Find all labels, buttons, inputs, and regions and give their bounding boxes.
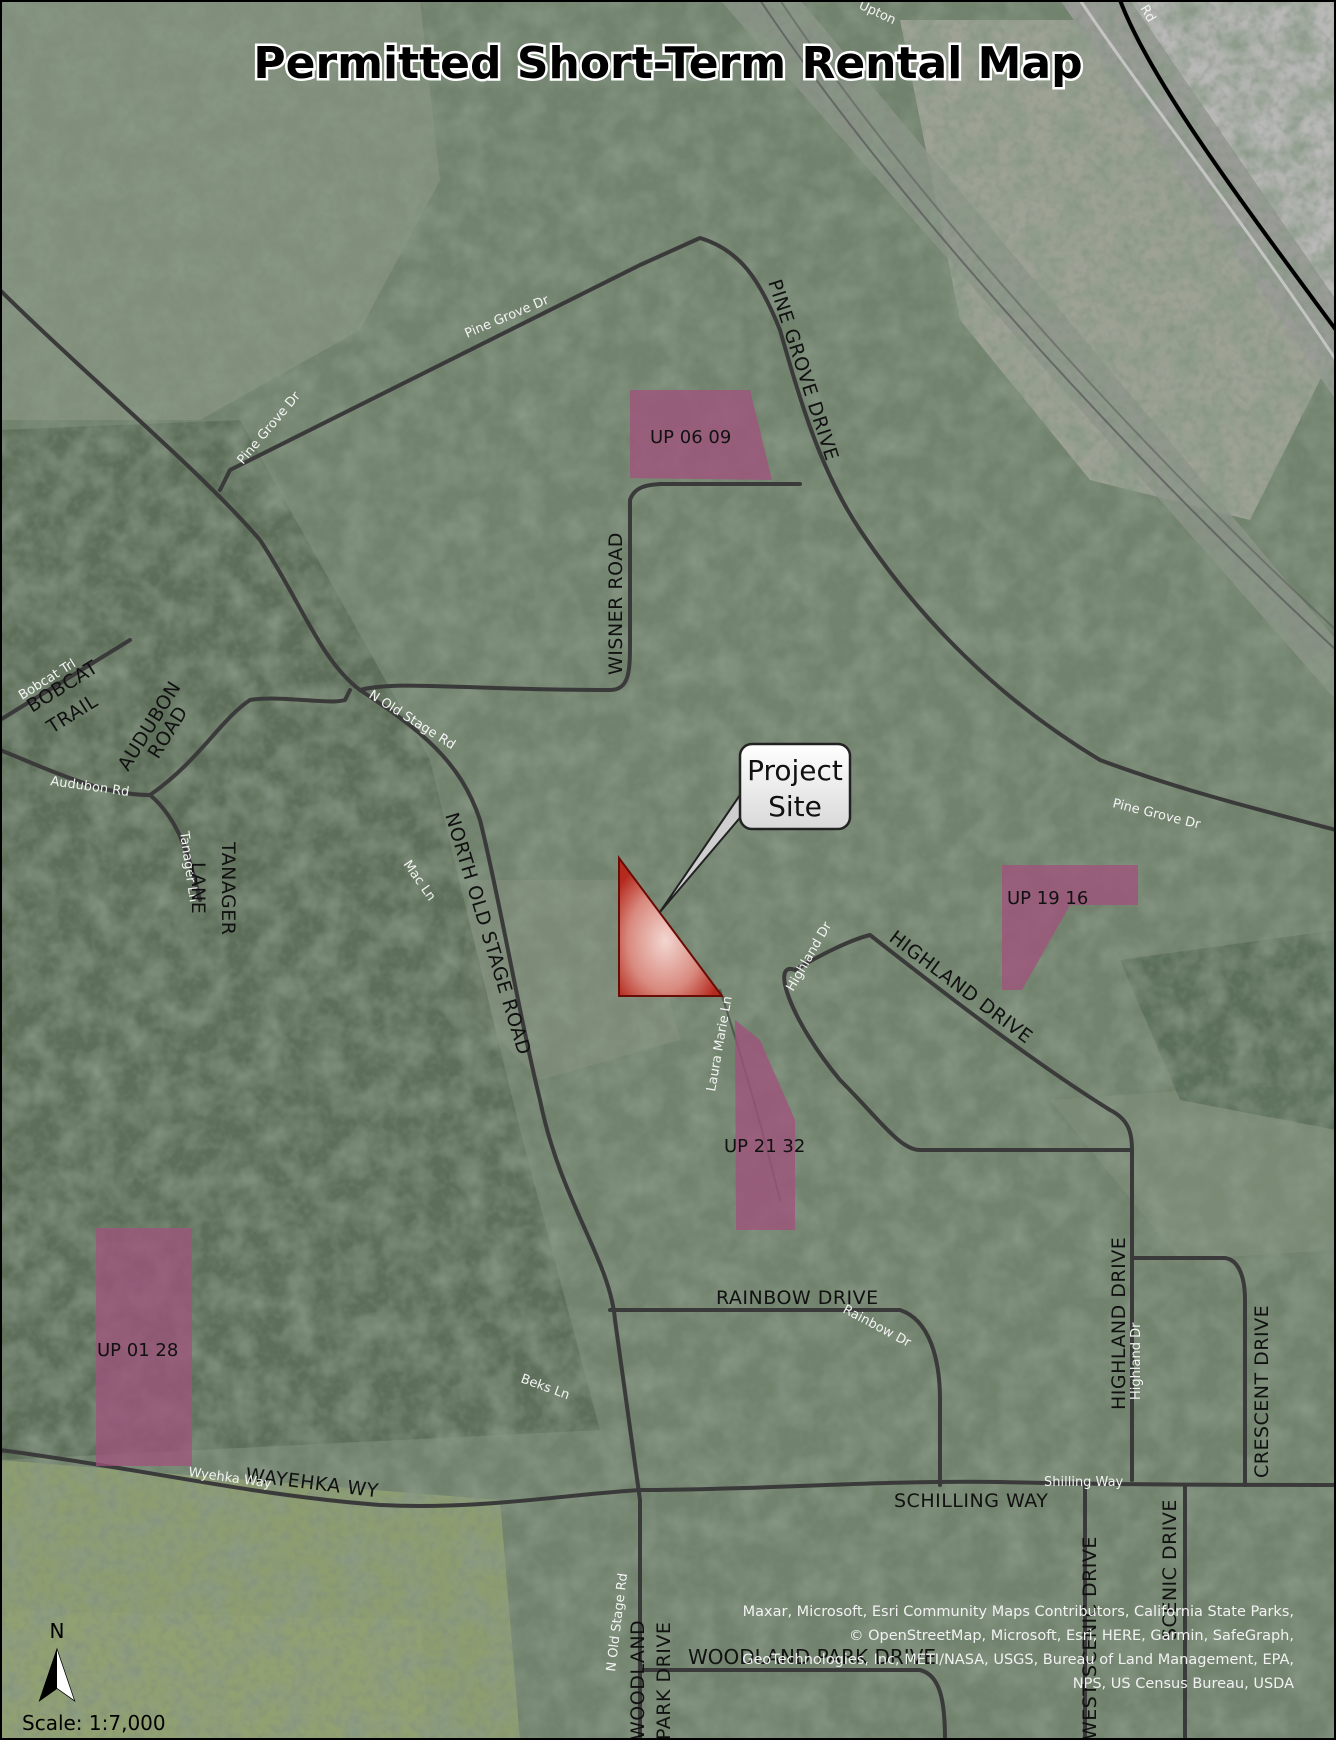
parcel-label-up-01-28: UP 01 28 (97, 1340, 178, 1361)
boundary-line (1118, 0, 1336, 332)
label-tanager-lane-1: TANAGER (217, 841, 239, 935)
attribution-line-3: GeoTechnologies, Inc, METI/NASA, USGS, B… (742, 1652, 1294, 1668)
attribution-line-1: Maxar, Microsoft, Esri Community Maps Co… (743, 1604, 1294, 1620)
north-arrow-icon-half (57, 1650, 74, 1700)
scale-text: Scale: 1:7,000 (22, 1711, 166, 1735)
road-network (0, 236, 1336, 1742)
parcel-up-06-09[interactable] (630, 390, 772, 480)
road-schilling[interactable] (638, 1479, 1336, 1492)
label-shilling-way: Shilling Way (1044, 1475, 1124, 1490)
parcel-up-01-28[interactable] (96, 1228, 192, 1466)
rail-line-2 (779, 0, 1336, 631)
road-woodland-park[interactable] (638, 1668, 947, 1742)
label-woodland-park-drive-3: WOODLAND PARK DRIVE (688, 1645, 936, 1669)
parcel-label-up-21-32: UP 21 32 (724, 1136, 805, 1157)
north-arrow: N (38, 1619, 76, 1702)
callout-line-1: Project (747, 754, 843, 787)
attribution: Maxar, Microsoft, Esri Community Maps Co… (742, 1604, 1294, 1692)
label-highland-drive-2: HIGHLAND DRIVE (1108, 1237, 1130, 1410)
label-woodland-park-drive-1: WOODLAND (627, 1620, 649, 1740)
highway-line (1078, 0, 1336, 361)
label-wisner-road: WISNER ROAD (605, 532, 627, 675)
label-west-scenic-drive: WEST SCENIC DRIVE (1079, 1536, 1101, 1740)
label-highland-dr-2: Highland Dr (1129, 1322, 1144, 1400)
north-arrow-letter: N (50, 1619, 65, 1643)
label-crescent-drive: CRESCENT DRIVE (1251, 1305, 1273, 1478)
label-rainbow-drive: RAINBOW DRIVE (716, 1287, 879, 1309)
road-highland-dr[interactable] (782, 933, 1134, 1482)
attribution-line-2: © OpenStreetMap, Microsoft, Esri, HERE, … (849, 1628, 1294, 1644)
project-site-polygon[interactable] (618, 854, 724, 997)
road-rainbow[interactable] (608, 1308, 942, 1487)
map-title: Permitted Short-Term Rental Map (253, 38, 1082, 89)
parcel-label-up-06-09: UP 06 09 (650, 427, 731, 448)
road-old-stage-main[interactable] (0, 288, 642, 1742)
road-crescent[interactable] (1130, 1256, 1247, 1487)
road-wayehka[interactable] (0, 1448, 642, 1508)
parcel-up-21-32[interactable] (735, 1020, 795, 1230)
parcels (96, 390, 1138, 1466)
label-rd: Rd (1137, 3, 1159, 25)
label-woodland-park-drive-2: PARK DRIVE (653, 1622, 675, 1740)
label-tanager-lane-2: LANE (187, 862, 209, 914)
parcel-up-19-16[interactable] (1002, 865, 1138, 990)
label-scenic-drive: SCENIC DRIVE (1159, 1499, 1181, 1640)
road-audubon[interactable] (0, 688, 352, 797)
road-wisner[interactable] (358, 482, 802, 692)
project-site-callout: Project Site (659, 742, 852, 913)
callout-line-2: Site (768, 790, 822, 823)
road-bobcat[interactable] (0, 638, 132, 722)
callout-box (738, 742, 852, 831)
road-pine-grove-north[interactable] (218, 236, 1336, 832)
label-schilling-way: SCHILLING WAY (894, 1490, 1048, 1512)
road-tanager[interactable] (148, 793, 202, 902)
parcel-label-up-19-16: UP 19 16 (1007, 888, 1088, 909)
rail-line (759, 0, 1336, 651)
attribution-line-4: NPS, US Census Bureau, USDA (1073, 1676, 1294, 1692)
